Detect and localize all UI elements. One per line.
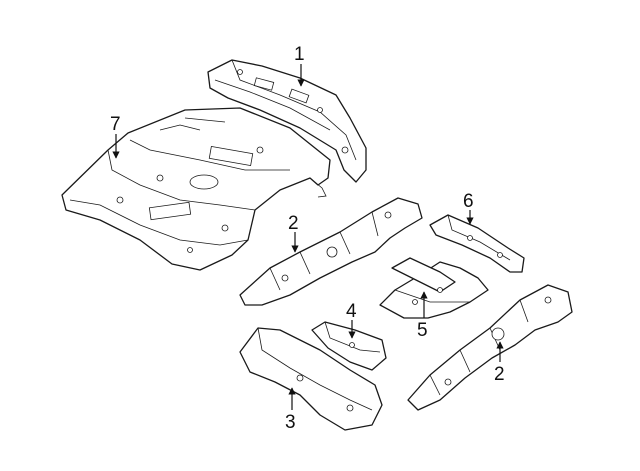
- callout-3: 3: [285, 412, 296, 433]
- part-7-rear-floor-pan: [61, 107, 331, 271]
- part-3-floor-member: [239, 327, 383, 431]
- callout-5: 5: [417, 320, 428, 341]
- part-5-crossmember: [379, 257, 489, 319]
- part-2-side-member-left: [239, 197, 423, 306]
- part-4-bracket: [311, 321, 387, 371]
- callout-2-left: 2: [288, 213, 299, 234]
- callout-2-right: 2: [494, 364, 505, 385]
- callout-4: 4: [346, 301, 357, 322]
- callout-1: 1: [294, 44, 305, 65]
- callout-6: 6: [463, 191, 474, 212]
- callout-7: 7: [110, 114, 121, 135]
- part-6-bracket: [429, 214, 525, 273]
- part-2-side-member-right: [407, 284, 573, 411]
- part-1-rear-crossmember: [207, 59, 367, 183]
